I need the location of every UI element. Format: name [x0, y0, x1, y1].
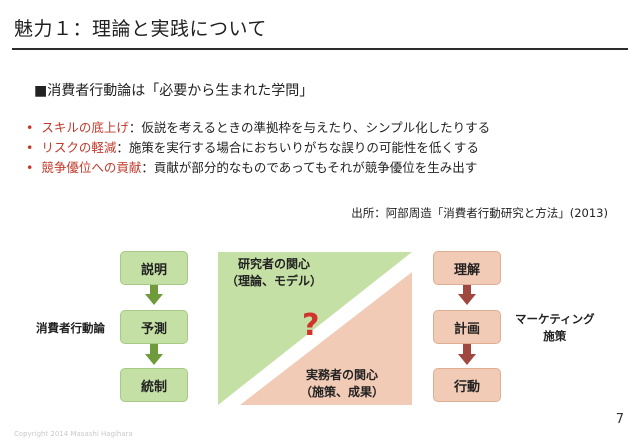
consumer-behavior-label: 消費者行動論 [36, 321, 105, 335]
bullet-item: • スキルの底上げ：仮説を考えるときの準拠枠を与えたり、シンプル化したりする [26, 118, 490, 138]
bullet-dot: • [26, 120, 34, 135]
bullet-item: • リスクの軽減：施策を実行する場合におちいりがちな誤りの可能性を低くする [26, 138, 490, 158]
slide-title: 魅力１：理論と実践について [14, 18, 267, 40]
arrow-down-green [145, 294, 163, 305]
box-understanding: 理解 [433, 251, 501, 285]
bullet-text: ：仮説を考えるときの準拠枠を与えたり、シンプル化したりする [128, 120, 491, 135]
practitioner-triangle [240, 272, 412, 405]
bullet-item: • 競争優位への貢献：貢献が部分的なものであってもそれが競争優位を生み出す [26, 158, 490, 178]
arrow-down-red [458, 294, 476, 305]
bullet-text: ：貢献が部分的なものであってもそれが競争優位を生み出す [141, 160, 478, 175]
bullet-term: スキルの底上げ [41, 120, 129, 135]
arrow-down-red [458, 354, 476, 365]
box-explanation: 説明 [120, 251, 188, 285]
marketing-label-line1: マーケティング [515, 312, 595, 326]
section-heading: ■消費者行動論は「必要から生まれた学問」 [34, 83, 314, 99]
marketing-label: マーケティング 施策 [515, 311, 595, 345]
researcher-interest: 研究者の関心 （理論、モデル） [226, 256, 322, 290]
bullet-dot: • [26, 140, 34, 155]
arrow-down-red [463, 284, 471, 294]
practitioner-interest-line2: （施策、成果） [300, 385, 385, 399]
bullet-term: 競争優位への貢献 [41, 160, 142, 175]
arrow-down-green [150, 284, 158, 294]
box-action: 行動 [433, 368, 501, 402]
box-control: 統制 [120, 368, 188, 402]
page-number: 7 [615, 412, 624, 427]
researcher-interest-line1: 研究者の関心 [238, 257, 311, 271]
question-mark: ? [302, 308, 320, 343]
arrow-down-red [463, 344, 471, 354]
bullet-list: • スキルの底上げ：仮説を考えるときの準拠枠を与えたり、シンプル化したりする • リ… [26, 118, 490, 178]
practitioner-interest: 実務者の関心 （施策、成果） [300, 367, 384, 401]
box-planning: 計画 [433, 310, 501, 344]
arrow-down-green [145, 354, 163, 365]
bullet-term: リスクの軽減 [41, 140, 117, 155]
copyright: Copyright 2014 Masashi Hagihara [14, 430, 133, 438]
title-underline [12, 48, 628, 50]
researcher-triangle [218, 252, 412, 405]
box-prediction: 予測 [120, 310, 188, 344]
source-citation: 出所：阿部周造「消費者行動研究と方法」(2013) [351, 206, 608, 220]
bullet-dot: • [26, 160, 34, 175]
arrow-down-green [150, 344, 158, 354]
researcher-interest-line2: （理論、モデル） [226, 274, 323, 288]
bullet-text: ：施策を実行する場合におちいりがちな誤りの可能性を低くする [116, 140, 479, 155]
marketing-label-line2: 施策 [543, 329, 567, 343]
practitioner-interest-line1: 実務者の関心 [306, 368, 379, 382]
